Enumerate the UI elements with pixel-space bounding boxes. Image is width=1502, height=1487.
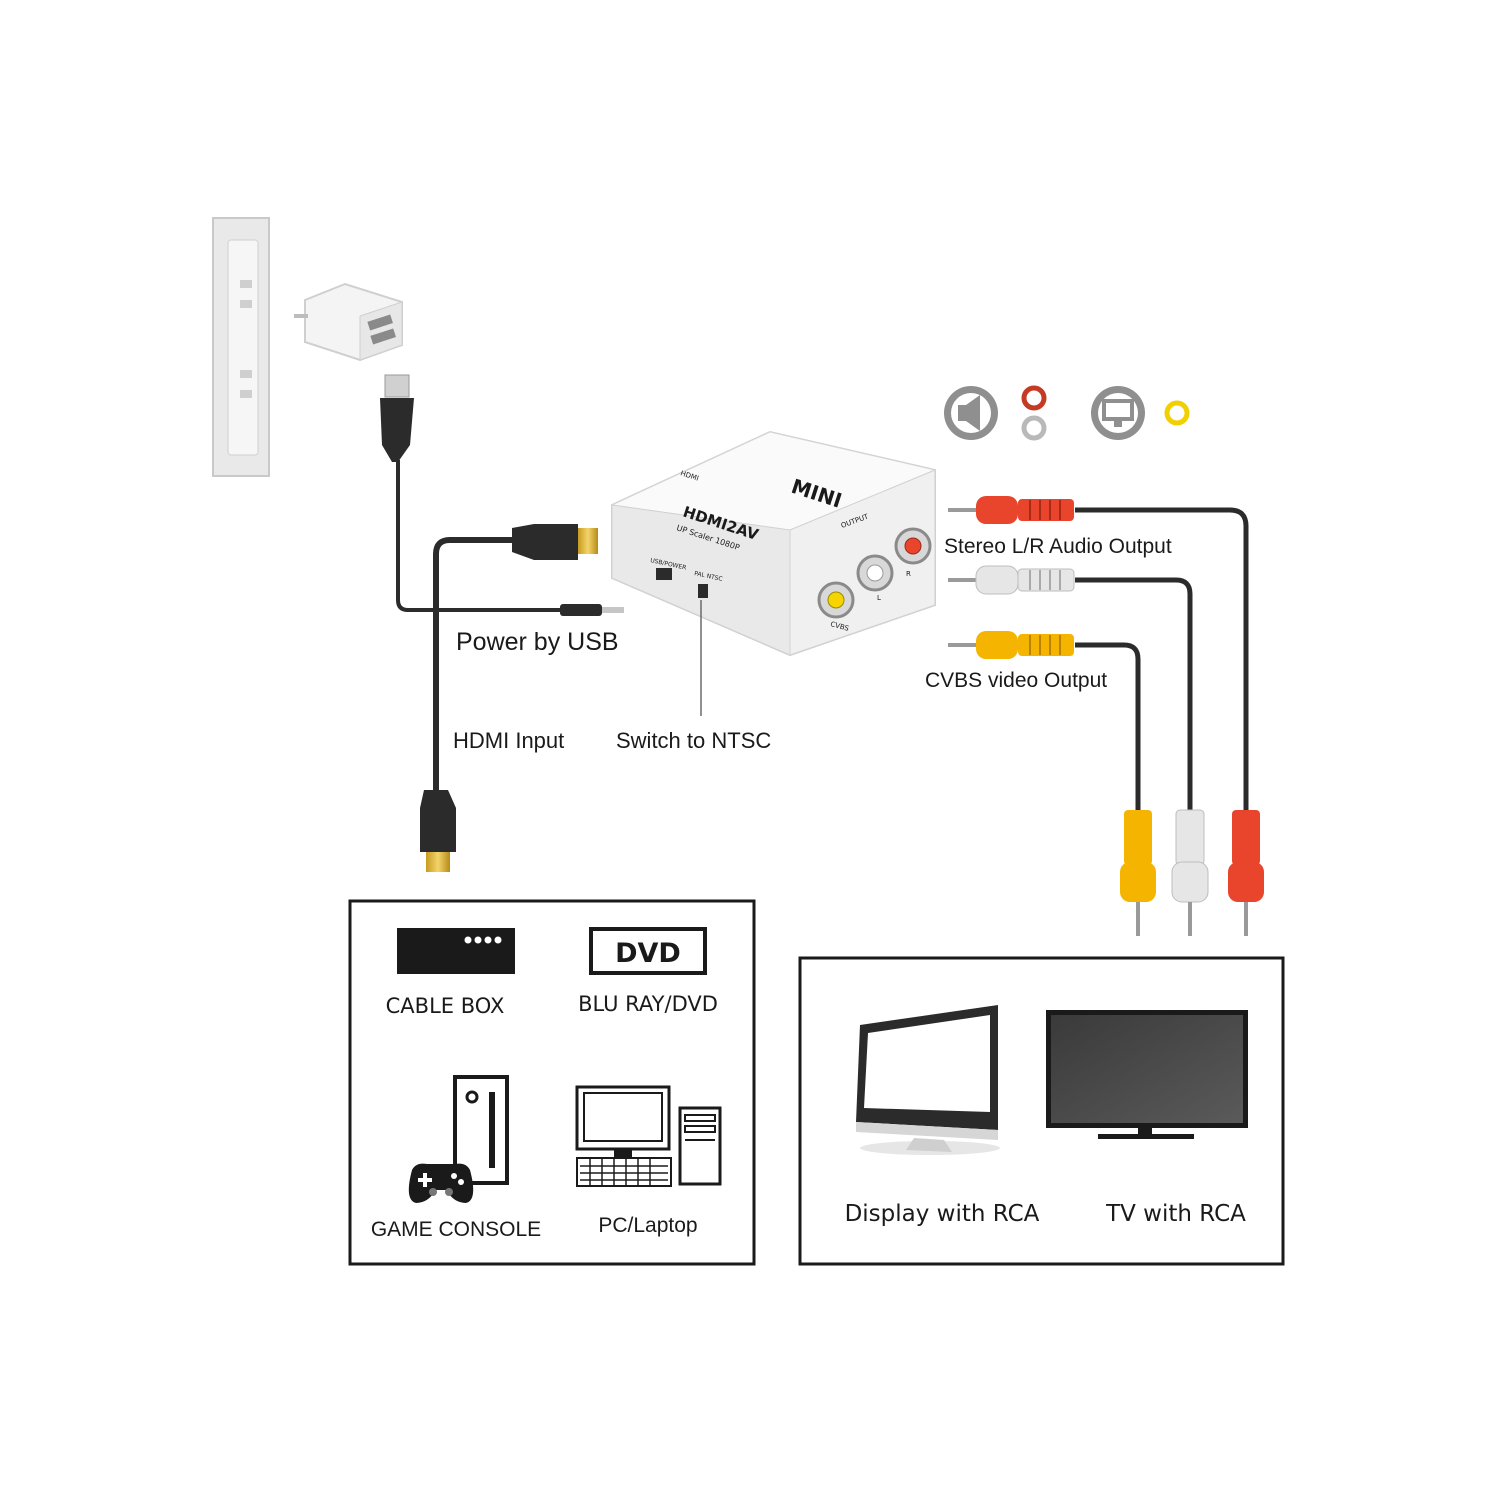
label-switch-to-ntsc: Switch to NTSC <box>616 728 771 753</box>
source-devices-panel: CABLE BOX DVD BLU RAY/DVD GAME CONSOLE <box>348 899 756 1266</box>
rca-cable-red <box>948 496 1264 936</box>
jack-label-r: R <box>906 570 911 578</box>
label-hdmi-input: HDMI Input <box>453 728 564 753</box>
display-devices-panel: Display with RCA TV with RCA <box>798 956 1285 1266</box>
audio-jack-icon <box>1021 385 1047 441</box>
usb-power-port <box>656 568 672 580</box>
pal-ntsc-switch[interactable] <box>698 584 708 598</box>
computer-display-icon <box>856 1005 1000 1155</box>
label-power-by-usb: Power by USB <box>456 628 619 656</box>
label-tv-with-rca: TV with RCA <box>1105 1201 1246 1227</box>
rca-jack-left <box>856 554 894 592</box>
label-cable-box: CABLE BOX <box>386 994 505 1018</box>
rca-jack-cvbs <box>817 581 855 619</box>
label-display-with-rca: Display with RCA <box>845 1201 1040 1227</box>
label-pc-laptop: PC/Laptop <box>598 1214 697 1237</box>
game-console-icon <box>408 1075 509 1203</box>
usb-charger-icon <box>294 282 403 362</box>
video-jack-icon <box>1164 400 1190 426</box>
hdmi2av-adapter: MINI HDMI2AV UP Scaler 1080P HDMI OUTPUT… <box>610 430 937 657</box>
dvd-logo-text: DVD <box>615 938 681 969</box>
rca-jack-right <box>894 527 932 565</box>
hdmi-cable <box>420 524 598 872</box>
label-blu-ray: BLU RAY/DVD <box>578 992 718 1016</box>
rca-cable-yellow <box>948 631 1156 936</box>
jack-label-l: L <box>877 594 881 602</box>
usb-cable <box>380 374 624 616</box>
wall-outlet-icon <box>212 217 270 477</box>
tv-icon <box>1046 1010 1248 1139</box>
dvd-icon: DVD <box>589 927 707 975</box>
speaker-icon <box>944 386 998 440</box>
label-game-console: GAME CONSOLE <box>371 1218 541 1241</box>
cable-box-icon <box>397 928 515 974</box>
pc-icon <box>575 1085 722 1187</box>
label-cvbs-output: CVBS video Output <box>925 669 1107 692</box>
label-stereo-output: Stereo L/R Audio Output <box>944 535 1172 558</box>
rca-cable-white <box>948 565 1209 936</box>
monitor-icon <box>1091 386 1145 440</box>
